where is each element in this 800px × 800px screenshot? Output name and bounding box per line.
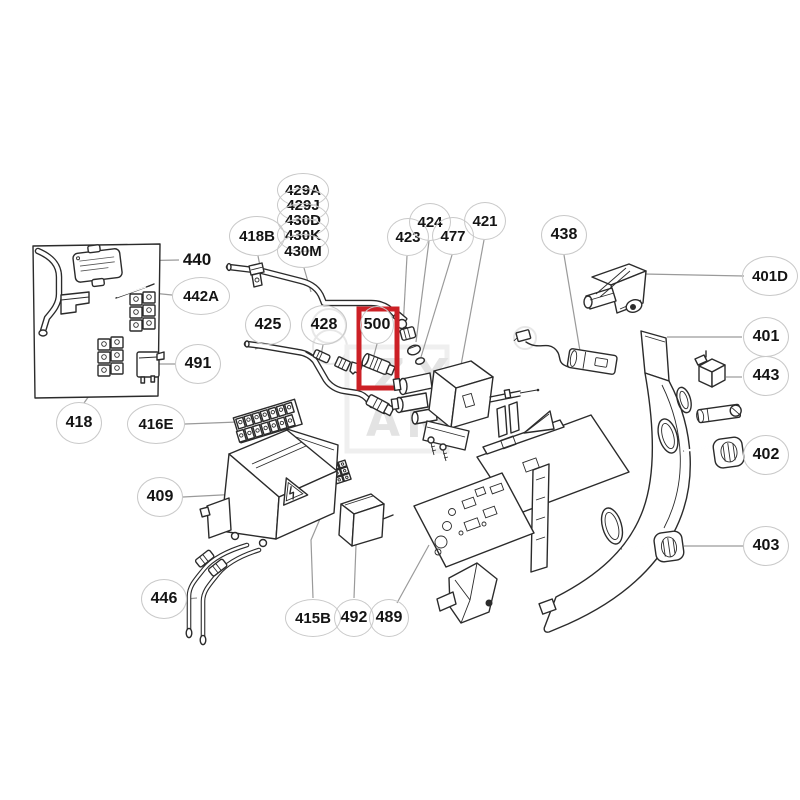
part-402-knob: [683, 436, 745, 469]
terminal-block-upper: [129, 291, 156, 332]
part-label-402: 402: [743, 435, 789, 475]
part-423-nut: [399, 326, 417, 341]
part-438-thermoelement: [513, 329, 618, 375]
part-label-491: 491: [175, 344, 221, 384]
part-424-olive: [407, 344, 421, 356]
part-label-401: 401: [743, 317, 789, 357]
part-421-valve: [390, 360, 540, 462]
part-label-416E: 416E: [127, 404, 185, 444]
part-label-428: 428: [301, 305, 347, 345]
part-492-igniter: [338, 493, 394, 547]
part-440-switch: [72, 244, 123, 288]
part-label-489: 489: [369, 599, 409, 637]
part-label-446: 446: [141, 579, 187, 619]
part-label-401D: 401D: [742, 256, 798, 296]
warning-triangle-icon: [283, 477, 309, 506]
part-label-430M: 430M: [277, 234, 329, 268]
part-label-403: 403: [743, 526, 789, 566]
part-500-jet: [361, 352, 396, 376]
part-477-cone: [414, 357, 426, 365]
part-489-pcb: [413, 472, 535, 568]
part-label-415B: 415B: [285, 599, 341, 637]
part-label-438: 438: [541, 215, 587, 255]
part-label-418: 418: [56, 402, 102, 444]
terminal-block-lower: [97, 336, 124, 377]
part-label-421: 421: [464, 202, 506, 240]
part-label-443: 443: [743, 356, 789, 396]
part-401-control-panel: [538, 330, 692, 633]
part-418B-clamp: [248, 262, 265, 288]
part-416E-terminal-strip: [232, 398, 303, 444]
bracket-lower: [436, 562, 498, 624]
part-label-442A: 442A: [172, 277, 230, 315]
part-442A-rod: [115, 283, 155, 299]
part-409-cover: [199, 428, 339, 548]
part-418-panel: [32, 243, 165, 399]
part-443-switch: [694, 350, 726, 388]
part-label-409: 409: [137, 477, 183, 517]
part-label-492: 492: [334, 599, 374, 637]
part-label-440: 440: [182, 250, 212, 269]
part-label-425: 425: [245, 305, 291, 345]
part-425-tube: [243, 340, 395, 417]
part-402-sleeve: [696, 403, 742, 424]
part-446-wires: [185, 542, 262, 646]
part-491-relay: [136, 351, 165, 384]
part-label-500: 500: [360, 306, 394, 344]
part-401D-bracket: [583, 263, 647, 314]
part-403-knob: [621, 530, 685, 563]
